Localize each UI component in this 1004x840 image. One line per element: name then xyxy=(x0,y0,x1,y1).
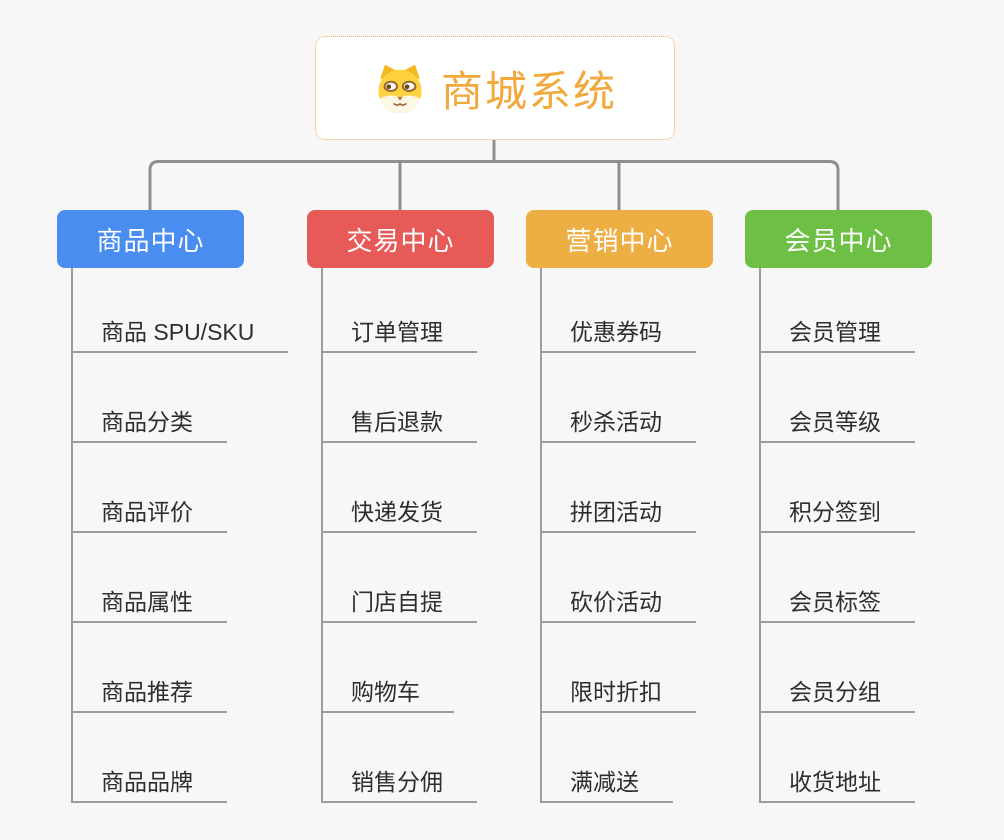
leaf-label: 快递发货 xyxy=(351,498,443,525)
leaf-item[interactable]: 砍价活动 xyxy=(542,533,696,623)
leaf-item[interactable]: 会员管理 xyxy=(761,268,915,353)
leaf-label: 售后退款 xyxy=(351,408,443,435)
leaf-label: 拼团活动 xyxy=(570,498,662,525)
leaf-item[interactable]: 满减送 xyxy=(542,713,673,803)
leaf-item[interactable]: 购物车 xyxy=(323,623,454,713)
leaf-label: 订单管理 xyxy=(351,318,443,345)
leaf-item[interactable]: 会员分组 xyxy=(761,623,915,713)
leaf-item[interactable]: 会员标签 xyxy=(761,533,915,623)
leaf-item[interactable]: 门店自提 xyxy=(323,533,477,623)
leaf-label: 秒杀活动 xyxy=(570,408,662,435)
leaf-label: 满减送 xyxy=(570,768,639,795)
leaf-label: 限时折扣 xyxy=(570,678,662,705)
leaf-item[interactable]: 会员等级 xyxy=(761,353,915,443)
leaf-item[interactable]: 收货地址 xyxy=(761,713,915,803)
branch-label: 交易中心 xyxy=(346,225,455,256)
leaf-column-products: 商品 SPU/SKU 商品分类 商品评价 商品属性 商品推荐 商品品牌 xyxy=(71,268,289,803)
leaf-item[interactable]: 商品 SPU/SKU xyxy=(73,268,289,353)
leaf-item[interactable]: 商品品牌 xyxy=(73,713,227,803)
leaf-label: 收货地址 xyxy=(789,768,881,795)
leaf-item[interactable]: 秒杀活动 xyxy=(542,353,696,443)
leaf-item[interactable]: 优惠券码 xyxy=(542,268,696,353)
dog-face-icon xyxy=(378,64,422,113)
leaf-label: 会员管理 xyxy=(789,318,881,345)
branch-label: 商品中心 xyxy=(96,225,205,256)
root-title: 商城系统 xyxy=(440,67,617,115)
leaf-label: 商品属性 xyxy=(101,588,193,615)
leaf-column-marketing: 优惠券码 秒杀活动 拼团活动 砍价活动 限时折扣 满减送 xyxy=(540,268,696,803)
leaf-label: 商品评价 xyxy=(101,498,193,525)
leaf-label: 商品推荐 xyxy=(101,678,193,705)
leaf-label: 商品品牌 xyxy=(101,768,193,795)
leaf-item[interactable]: 销售分佣 xyxy=(323,713,477,803)
leaf-label: 购物车 xyxy=(351,678,420,705)
leaf-item[interactable]: 商品分类 xyxy=(73,353,227,443)
leaf-item[interactable]: 积分签到 xyxy=(761,443,915,533)
leaf-item[interactable]: 商品评价 xyxy=(73,443,227,533)
leaf-label: 销售分佣 xyxy=(351,768,443,795)
branch-node-members[interactable]: 会员中心 xyxy=(745,210,932,268)
leaf-column-members: 会员管理 会员等级 积分签到 会员标签 会员分组 收货地址 xyxy=(759,268,915,803)
leaf-item[interactable]: 商品推荐 xyxy=(73,623,227,713)
leaf-item[interactable]: 商品属性 xyxy=(73,533,227,623)
leaf-label: 砍价活动 xyxy=(570,588,662,615)
leaf-label: 会员分组 xyxy=(789,678,881,705)
leaf-label: 门店自提 xyxy=(351,588,443,615)
leaf-item[interactable]: 订单管理 xyxy=(323,268,477,353)
branch-node-trade[interactable]: 交易中心 xyxy=(307,210,494,268)
leaf-label: 优惠券码 xyxy=(570,318,662,345)
leaf-label: 会员等级 xyxy=(789,408,881,435)
leaf-label: 商品 SPU/SKU xyxy=(101,318,255,345)
root-node[interactable]: 商城系统 xyxy=(315,36,675,140)
leaf-column-trade: 订单管理 售后退款 快递发货 门店自提 购物车 销售分佣 xyxy=(321,268,477,803)
leaf-label: 商品分类 xyxy=(101,408,193,435)
leaf-label: 积分签到 xyxy=(789,498,881,525)
branch-label: 营销中心 xyxy=(565,225,674,256)
branch-label: 会员中心 xyxy=(784,225,893,256)
branch-node-products[interactable]: 商品中心 xyxy=(57,210,244,268)
leaf-item[interactable]: 限时折扣 xyxy=(542,623,696,713)
leaf-item[interactable]: 快递发货 xyxy=(323,443,477,533)
branch-node-marketing[interactable]: 营销中心 xyxy=(526,210,713,268)
leaf-label: 会员标签 xyxy=(789,588,881,615)
leaf-item[interactable]: 售后退款 xyxy=(323,353,477,443)
leaf-item[interactable]: 拼团活动 xyxy=(542,443,696,533)
